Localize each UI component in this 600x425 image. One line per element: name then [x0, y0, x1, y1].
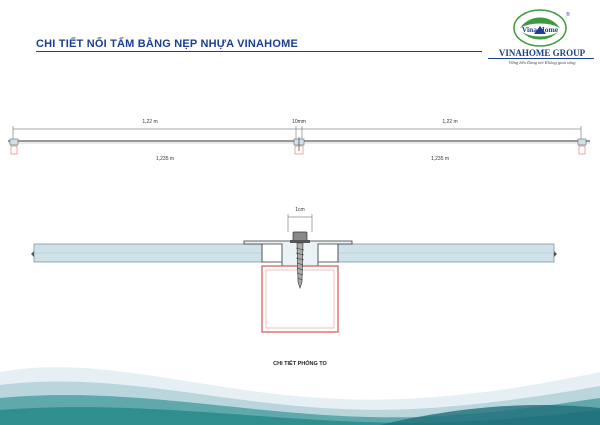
dim-bottom-left: 1,235 m [155, 156, 175, 162]
dim-detail-width: 1cm [295, 207, 305, 213]
dim-top-left: 1,22 m [142, 119, 158, 125]
screw-icon [290, 231, 310, 289]
brand-slogan: Vững bền Dáng nét Không gian sống [508, 60, 576, 65]
page-title: CHI TIẾT NỐI TẤM BẰNG NẸP NHỰA VINAHOME [36, 38, 298, 50]
brand-underline [488, 58, 594, 59]
registered-mark: ® [566, 12, 570, 18]
dim-bottom-right: 1,235 m [430, 156, 450, 162]
panel-right [337, 243, 557, 263]
joint-left [9, 138, 19, 155]
vinahome-logo-icon [513, 9, 567, 47]
panel-left [31, 243, 263, 263]
joint-right [577, 138, 587, 155]
brand-name: VINAHOME GROUP [498, 48, 586, 58]
dim-top-middle: 10mm [292, 119, 306, 125]
logo-wordmark: Vina Home [521, 25, 559, 34]
dim-top-right: 1,22 m [442, 119, 458, 125]
detail-caption: CHI TIẾT PHÓNG TO [273, 361, 327, 367]
joint-middle [293, 137, 305, 155]
title-underline [36, 51, 482, 52]
